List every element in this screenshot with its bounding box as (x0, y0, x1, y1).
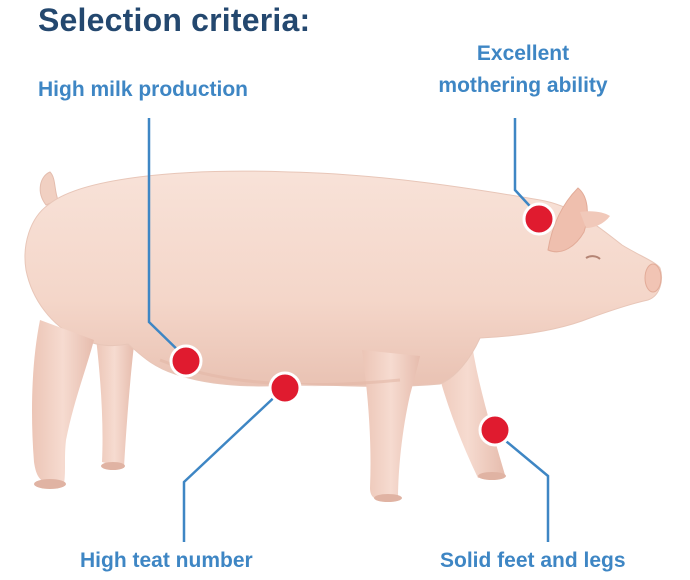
label-excellent-mothering-ability: Excellent mothering ability (408, 38, 638, 102)
label-text: High teat number (80, 545, 253, 577)
label-high-teat-number: High teat number (80, 545, 253, 577)
label-text-line1: Excellent (408, 38, 638, 70)
pig-hoof (101, 462, 125, 470)
pig-illustration (25, 171, 662, 502)
label-text: High milk production (38, 74, 248, 106)
pig-snout (645, 264, 661, 292)
marker-milk (171, 346, 201, 376)
pig-hind-leg-far (95, 330, 134, 468)
leader-line-feet (495, 432, 548, 542)
label-solid-feet-and-legs: Solid feet and legs (440, 545, 626, 577)
pig-hoof (374, 494, 402, 502)
marker-teat (270, 373, 300, 403)
pig-front-leg-near (362, 350, 420, 500)
label-text: Solid feet and legs (440, 545, 626, 577)
pig-hoof (34, 479, 66, 489)
label-text-line2: mothering ability (408, 70, 638, 102)
leader-line-teat (184, 390, 282, 542)
label-high-milk-production: High milk production (38, 74, 248, 106)
page-title: Selection criteria: (38, 2, 310, 39)
pig-hoof (478, 472, 506, 480)
marker-mothering (524, 204, 554, 234)
marker-feet (480, 415, 510, 445)
pig-hind-leg-near (32, 320, 94, 484)
